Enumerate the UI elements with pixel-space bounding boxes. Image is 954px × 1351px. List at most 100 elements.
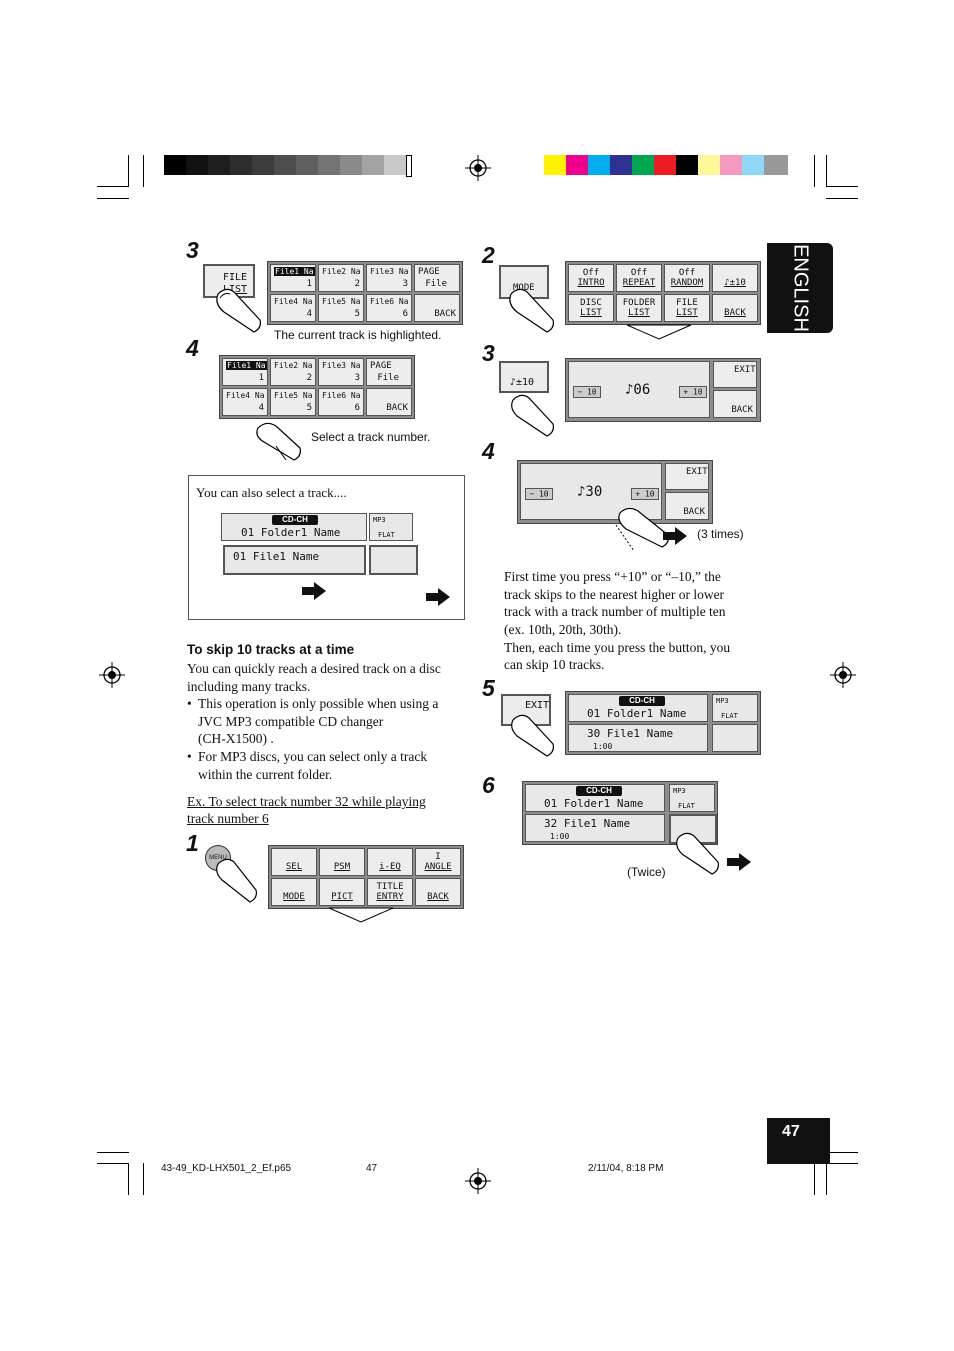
explanation-line: can skip 10 tracks. (504, 657, 605, 672)
minus-ten-button[interactable]: − 10 (525, 488, 553, 500)
next-track-button[interactable] (369, 545, 418, 575)
registration-target-icon (465, 155, 491, 181)
folder-name: 01 Folder1 Name (241, 526, 341, 539)
file-button[interactable]: File6 Na 6 (318, 388, 364, 416)
button-top-label: Off (582, 268, 600, 278)
menu-option-button[interactable]: BACK (712, 294, 758, 322)
file-name: File4 Na (274, 297, 313, 306)
section-heading: To skip 10 tracks at a time (187, 642, 355, 657)
track-number: 2 (354, 279, 360, 289)
plus-ten-button[interactable]: + 10 (631, 488, 659, 500)
page-number: 47 (782, 1123, 800, 1140)
exit-button[interactable]: EXIT (665, 463, 709, 490)
button-label: PAGE (370, 361, 392, 371)
bullet-text: This operation is only possible when usi… (198, 696, 439, 711)
step-number: 3 (186, 237, 199, 263)
button-label: LIST (676, 308, 698, 318)
intro-text: You can quickly reach a desired track on… (187, 661, 441, 694)
step-number: 4 (186, 335, 199, 361)
button-label: File (425, 279, 447, 289)
caption: (Twice) (627, 865, 666, 879)
button-label: REPEAT (622, 278, 656, 288)
file-name: File5 Na (274, 391, 313, 400)
pressing-finger-icon (615, 507, 669, 552)
track-number: 4 (306, 309, 312, 319)
file-display: 32 File1 Name 1:00 (525, 814, 665, 842)
next-track-button[interactable] (712, 724, 758, 752)
menu-option-button[interactable]: PSM (319, 848, 365, 876)
menu-button-label: MENU (209, 855, 227, 861)
example-text: Ex. To select track number 32 while play… (187, 794, 426, 809)
source-badge: CD-CH (272, 515, 318, 525)
menu-option-button[interactable]: SEL (271, 848, 317, 876)
sound-mode-label: FLAT (678, 802, 695, 810)
button-label: FILE (223, 272, 248, 283)
button-label: LIST (580, 308, 602, 318)
file-display: 30 File1 Name 1:00 (568, 724, 708, 752)
back-button[interactable]: BACK (713, 390, 757, 418)
button-top-label: Off (630, 268, 648, 278)
source-badge: CD-CH (619, 696, 665, 706)
pressing-finger-icon (256, 422, 301, 461)
file-name: File1 Na (226, 361, 267, 370)
file-button[interactable]: File4 Na 4 (270, 294, 316, 322)
button-label: i-EQ (379, 862, 401, 872)
page-button[interactable]: PAGE File (414, 264, 460, 292)
right-arrow-icon (727, 853, 751, 871)
minus-ten-button[interactable]: − 10 (573, 386, 601, 398)
track-number: ♪06 (625, 382, 651, 398)
mp3-indicator: MP3 FLAT (669, 784, 715, 812)
track-number: 6 (354, 403, 360, 413)
skip-ten-button[interactable]: ♪±10 (499, 361, 549, 393)
button-label: BACK (434, 309, 456, 319)
explanation-line: (ex. 10th, 20th, 30th). (504, 622, 622, 637)
track-number: 3 (402, 279, 408, 289)
back-button[interactable]: BACK (665, 492, 709, 520)
exit-button[interactable]: EXIT (713, 361, 757, 388)
back-button[interactable]: BACK (366, 388, 412, 416)
button-label: BACK (427, 892, 449, 902)
button-label: ♪±10 (724, 278, 746, 288)
language-tab: ENGLISH (767, 243, 833, 333)
file-name: File6 Na (322, 391, 361, 400)
menu-option-button[interactable]: i-EQ (367, 848, 413, 876)
mp3-label: MP3 (716, 697, 729, 705)
button-label: SEL (285, 862, 303, 872)
plus-ten-button[interactable]: + 10 (679, 386, 707, 398)
button-label: + 10 (683, 387, 703, 397)
file-display: 01 File1 Name (223, 545, 366, 575)
menu-option-button[interactable]: BACK (415, 878, 461, 906)
bullet-marker: • (187, 696, 192, 711)
example-text: track number 6 (187, 811, 269, 826)
menu-option-button[interactable]: MODE (271, 878, 317, 906)
track-number: 2 (306, 373, 312, 383)
menu-option-button[interactable]: PICT (319, 878, 365, 906)
page-number-box: 47 (767, 1118, 830, 1164)
registration-target-icon (99, 662, 125, 688)
button-label: PAGE (418, 267, 440, 277)
file-name: File5 Na (322, 297, 361, 306)
back-button[interactable]: BACK (414, 294, 460, 322)
menu-option-button[interactable]: ♪±10 (712, 264, 758, 292)
button-label: BACK (683, 507, 705, 517)
